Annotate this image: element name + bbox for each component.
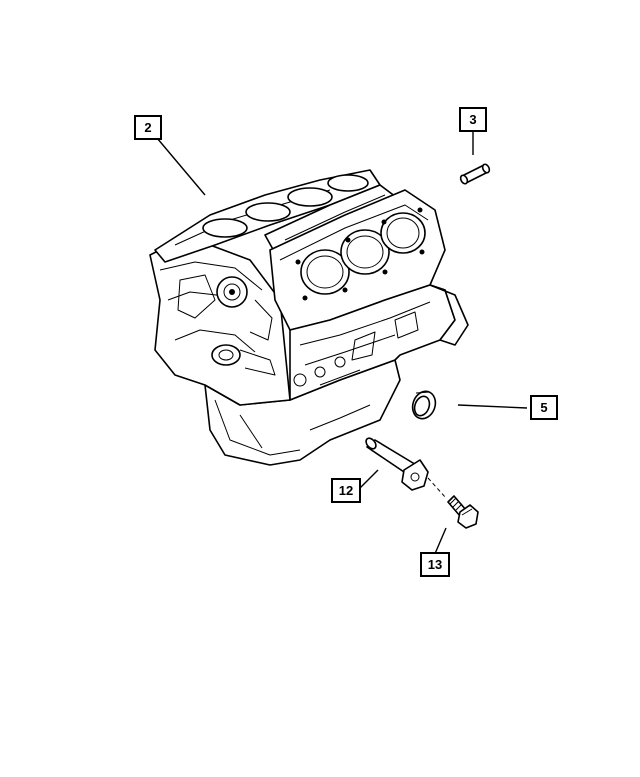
callout-label-12: 12 bbox=[339, 483, 353, 498]
callout-12: 12 bbox=[331, 478, 361, 503]
dowel-pin-drawing bbox=[459, 163, 491, 185]
callout-label-3: 3 bbox=[469, 112, 476, 127]
callout-label-13: 13 bbox=[428, 557, 442, 572]
engine-block-drawing bbox=[149, 169, 469, 466]
rear-seal-drawing bbox=[411, 390, 437, 420]
callout-13: 13 bbox=[420, 552, 450, 577]
leader-line-12 bbox=[357, 469, 379, 491]
leader-line-5 bbox=[457, 404, 528, 409]
callout-3: 3 bbox=[459, 107, 487, 132]
callout-label-2: 2 bbox=[144, 120, 151, 135]
callout-label-5: 5 bbox=[540, 400, 547, 415]
leader-line-13 bbox=[433, 527, 447, 557]
callout-2: 2 bbox=[134, 115, 162, 140]
bolt-drawing bbox=[447, 495, 479, 529]
sensor-tube-drawing bbox=[365, 437, 447, 499]
leader-line-2 bbox=[156, 137, 206, 196]
callout-5: 5 bbox=[530, 395, 558, 420]
